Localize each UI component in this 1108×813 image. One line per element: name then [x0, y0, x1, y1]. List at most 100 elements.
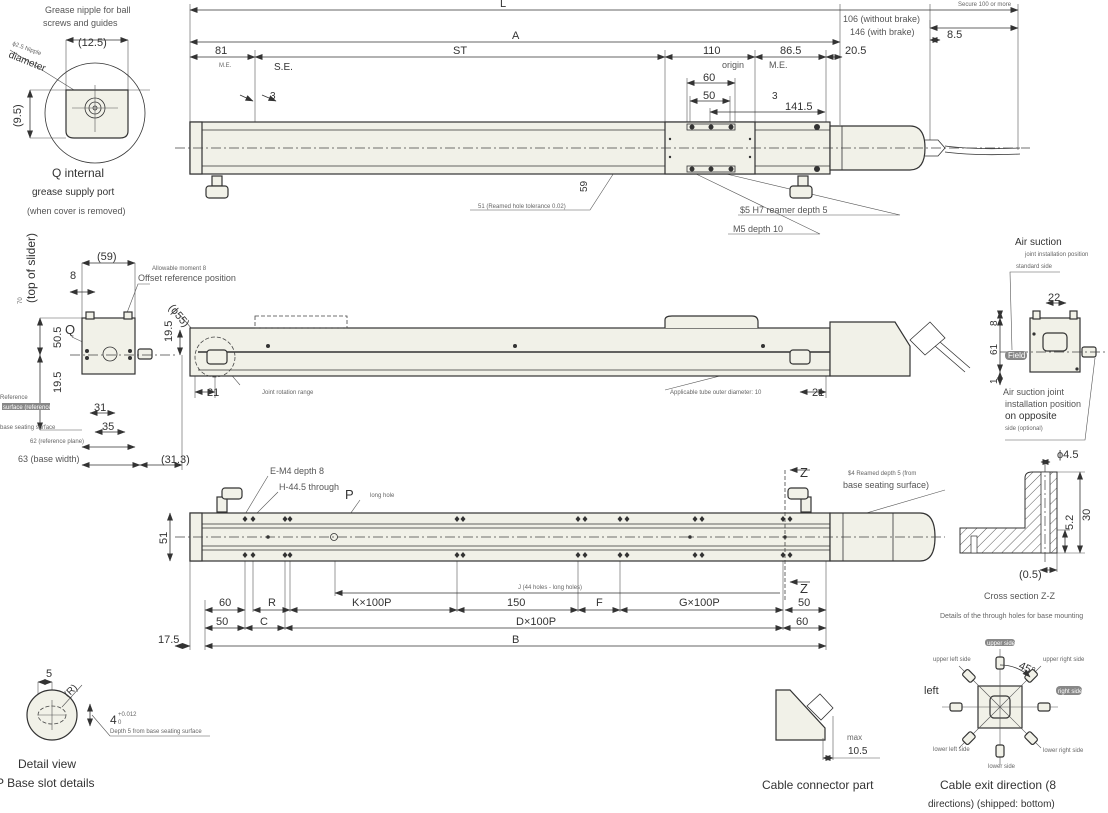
leader-line: [691, 171, 821, 235]
tolerance-base: 4: [110, 713, 117, 727]
mounting-hole: [787, 516, 793, 522]
leader-line: [243, 475, 269, 517]
cable-connector-icon: [962, 731, 976, 745]
mounting-hole: [699, 552, 705, 558]
bottom-view: E-M4 depth 8 H-44.5 through P long hole …: [158, 465, 945, 646]
leader-line: [253, 491, 279, 517]
mounting-hole: [287, 516, 293, 522]
section-Z-top: Z: [800, 465, 808, 480]
depth-label: Depth 5 from base seating surface: [110, 729, 202, 735]
dim-8-right: 8: [989, 320, 1000, 326]
cable-connector-icon: [1037, 702, 1051, 712]
dim-21-left: 21: [207, 387, 219, 399]
upper-left-label: upper left side: [933, 657, 971, 663]
dim-50: 50: [703, 90, 715, 102]
section-Z-bottom: Z: [800, 581, 808, 596]
dim-row2-60: 60: [796, 616, 808, 628]
callout-reamed-hole: 51 (Reamed hole tolerance 0.02): [478, 204, 566, 210]
dim-61: 61: [989, 343, 1000, 355]
dimension-lines: [9, 4, 1096, 761]
cable-connector-icon: [995, 744, 1005, 758]
dim-10-5: 10.5: [848, 746, 868, 757]
cable-connector-title: Cable connector part: [762, 778, 874, 792]
label-me-left: M.E.: [219, 63, 232, 69]
right-end-view: Air suction joint installation position …: [989, 237, 1105, 432]
fitting-icon: [789, 349, 811, 365]
lower-left-label: lower left side: [933, 747, 970, 753]
dim-110: 110: [703, 45, 721, 57]
standard-side-label: standard side: [1016, 264, 1053, 270]
mounting-hole: [780, 552, 786, 558]
cable-connector-icon: [1024, 731, 1038, 745]
dim-31: 31: [94, 402, 106, 414]
dim-C: C: [260, 616, 268, 628]
cross-section-zz: ϕ4.5 30 5.2 (0.5) Cross section Z-Z Deta…: [940, 449, 1093, 620]
cable-exit-diagram: upper side upper left side upper right s…: [924, 639, 1085, 810]
cable-connector: [909, 321, 946, 356]
mounting-hole: [282, 552, 288, 558]
dim-12-5: (12.5): [78, 37, 107, 49]
detail-view-title: Detail view: [18, 757, 76, 771]
arrow: [261, 94, 277, 102]
end-view-body: [81, 317, 136, 375]
dim-5-2: 5.2: [1064, 515, 1076, 530]
dim-G: G×100P: [679, 597, 720, 609]
tube-diameter-label: Applicable tube outer diameter: 10: [670, 390, 762, 396]
lower-side-label: lower side: [988, 764, 1016, 770]
mounting-hole: [624, 516, 630, 522]
dim-62: 62 (reference plane): [30, 439, 84, 445]
cable-exit-title-2: directions) (shipped: bottom): [928, 799, 1055, 810]
slot-detail: 5 (R) 4 +0.012 0 Depth 5 from base seati…: [0, 668, 202, 790]
reamed-hole: [266, 535, 270, 539]
leader-line: [1005, 357, 1096, 441]
dim-51: 51: [158, 532, 170, 544]
dim-F: F: [596, 597, 603, 609]
dim-19-5-left: 19.5: [52, 372, 64, 393]
motor-housing-side: [829, 321, 911, 377]
dim-70: 70: [18, 297, 24, 304]
grease-nipple-label-1: Grease nipple for ball: [45, 5, 131, 15]
dim-50-5: 50.5: [52, 327, 64, 348]
dim-9-5: (9.5): [12, 104, 24, 127]
dim-B: B: [512, 634, 519, 646]
joint-install-label: joint installation position: [1024, 252, 1088, 258]
dim-3-left: 3: [270, 91, 276, 102]
dim-59: 59: [579, 180, 590, 192]
air-suction-label: Air suction: [1015, 237, 1062, 248]
label-Q: Q: [65, 322, 75, 337]
reamed-label-1: $4 Reamed depth 5 (from: [848, 471, 916, 477]
reamed-label-2: base seating surface): [843, 480, 929, 490]
mounting-hole: [699, 516, 705, 522]
mounting-hole: [250, 552, 256, 558]
dim-A: A: [512, 30, 520, 42]
q-title-3: (when cover is removed): [27, 206, 126, 216]
dim-63: 63 (base width): [18, 454, 80, 464]
opposite-label-4: side (optional): [1005, 426, 1043, 432]
cable-connector-part: max 10.5 Cable connector part: [762, 689, 874, 792]
fitting-icon: [137, 348, 153, 360]
diameter-label: diameter: [7, 50, 48, 75]
mounting-hole: [582, 516, 588, 522]
mounting-hole: [582, 552, 588, 558]
leader-line: [91, 714, 210, 737]
dim-59-paren: (59): [97, 251, 117, 263]
dim-17-5: 17.5: [158, 634, 179, 646]
dim-21-right: 21: [812, 387, 824, 399]
label-me-right: M.E.: [769, 60, 788, 70]
dim-without-brake: 106 (without brake): [843, 14, 920, 24]
callout-reamer: $5 H7 reamer depth 5: [740, 205, 828, 215]
upper-right-label: upper right side: [1043, 657, 1085, 663]
dim-with-brake: 146 (with brake): [850, 27, 915, 37]
dim-L: L: [500, 0, 506, 10]
dim-D: D×100P: [516, 616, 556, 628]
q-title-1: Q internal: [52, 166, 104, 180]
J-label: J (44 holes - long holes): [518, 585, 582, 591]
mounting-hole: [242, 552, 248, 558]
em4-label: E-M4 depth 8: [270, 466, 324, 476]
fitting-icon: [206, 349, 228, 365]
opposite-label-1: Air suction joint: [1003, 387, 1065, 397]
cable-top: [944, 145, 1021, 156]
lower-right-label: lower right side: [1043, 748, 1084, 754]
mounting-hole: [787, 552, 793, 558]
